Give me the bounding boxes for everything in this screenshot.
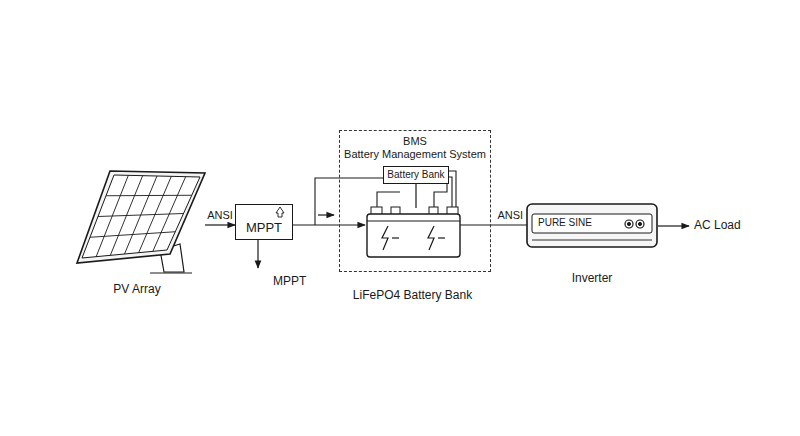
socket-pin [638, 222, 641, 225]
bolt-symbol [382, 226, 388, 250]
signal-label: MPPT [272, 275, 307, 289]
bms-group: BMSBattery Management SystemBattery Bank… [339, 130, 491, 272]
inverter-case [527, 204, 657, 247]
process-box: Battery Bank [383, 166, 449, 184]
battery-lid [367, 221, 460, 222]
solar-panel [77, 171, 205, 273]
panel-cells [82, 175, 200, 258]
minus-sign [392, 237, 399, 238]
battery-bank: LiFePO4 Battery Bank [365, 208, 460, 258]
cell-line [106, 195, 192, 197]
minus-sign [438, 237, 445, 238]
node-text: Battery Bank [387, 169, 444, 181]
panel-frame [77, 171, 205, 263]
node-text: PURE SINE [538, 217, 592, 229]
edge-label: ANSI [496, 209, 524, 222]
node-text: BMS [403, 135, 427, 148]
inverter: PURE SINEInverter [527, 203, 657, 248]
flow-arrow [318, 214, 334, 215]
mppt-symbol [276, 207, 284, 217]
node-text: Inverter [572, 272, 613, 286]
inverter-panel [532, 214, 652, 233]
ground-line [150, 273, 192, 274]
process-box: MPPT [235, 204, 293, 240]
cell-line [90, 232, 175, 238]
edge-label: ANSI [206, 209, 234, 222]
connector [415, 184, 416, 208]
bolt-symbol [428, 226, 434, 250]
output-label: AC Load [693, 219, 742, 233]
inverter-trim [532, 240, 652, 241]
node-text: LiFePO4 Battery Bank [353, 289, 472, 303]
node-text: PV Array [113, 283, 160, 297]
cell-grid [90, 175, 192, 256]
output-arrow [257, 240, 258, 268]
connector [293, 224, 365, 225]
bms-wire [434, 183, 447, 208]
node-text: MPPT [246, 221, 282, 236]
output-arrow [658, 225, 689, 226]
connector [205, 224, 235, 225]
node-text: Battery Management System [344, 148, 486, 161]
pv-array: PV Array [75, 170, 205, 300]
socket [625, 220, 633, 228]
cell-line [98, 214, 184, 217]
socket [636, 220, 644, 228]
battery-body [367, 214, 460, 257]
bms-wire [377, 192, 400, 208]
inverter [527, 204, 657, 247]
battery [367, 207, 460, 257]
connector [460, 224, 527, 225]
socket-pin [627, 222, 630, 225]
